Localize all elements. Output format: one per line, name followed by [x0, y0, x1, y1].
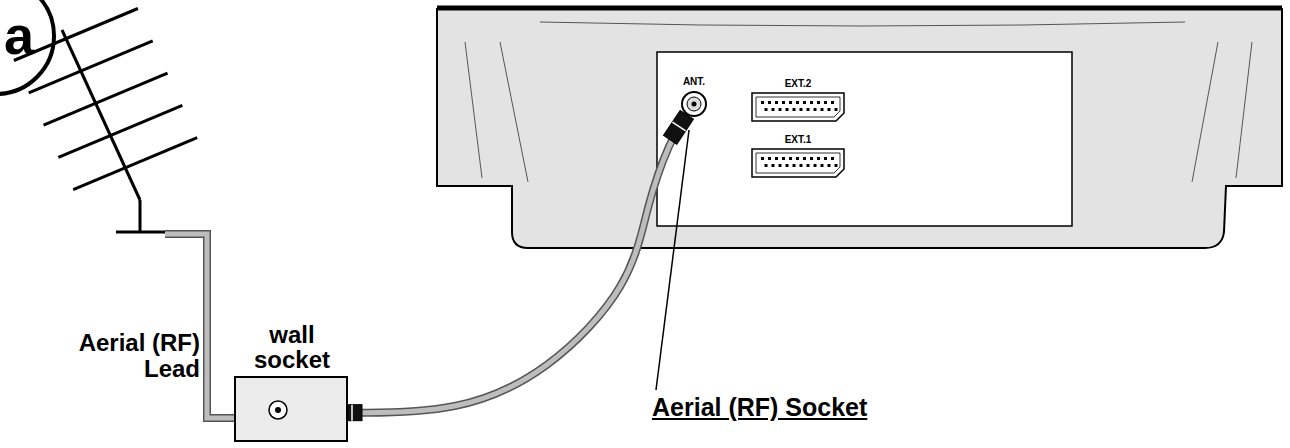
- scart-socket-symbol: [750, 147, 846, 179]
- scart-socket-symbol: [750, 91, 846, 123]
- node-label: EXT.1: [750, 134, 846, 145]
- housing-moulding: [1236, 42, 1252, 178]
- node-label: EXT.2: [750, 78, 846, 89]
- aerial-socket-symbol: [672, 89, 716, 119]
- cable-core: [348, 115, 687, 413]
- housing-top-edge: [437, 6, 1282, 11]
- wall-socket-box: [234, 376, 348, 442]
- cable-outline: [348, 115, 687, 413]
- rf-plug: [351, 405, 353, 421]
- part-label: Aerial (RF) Lead: [20, 330, 200, 383]
- housing-moulding: [465, 42, 482, 178]
- aerial-lead: [165, 234, 236, 418]
- figure-letter: a: [4, 6, 54, 65]
- connector-panel: [657, 52, 1072, 226]
- part-label: Aerial (RF) Socket: [652, 394, 912, 422]
- aerial: [14, 9, 197, 233]
- aerial-cable: [342, 110, 693, 420]
- housing-moulding: [500, 42, 528, 182]
- scart-connector: EXT.1: [750, 134, 846, 179]
- housing-moulding: [540, 22, 1185, 26]
- scart-connector: EXT.2: [750, 78, 846, 123]
- aerial-lead: [165, 234, 236, 418]
- wall-socket-outlet: [236, 378, 346, 440]
- node-label: ANT.: [672, 76, 716, 87]
- tv-housing: [437, 9, 1282, 248]
- wall-socket: wall socket: [232, 322, 352, 442]
- aerial-socket: ANT.: [672, 76, 716, 119]
- node-label: wall socket: [232, 322, 352, 372]
- housing-moulding: [1192, 42, 1218, 182]
